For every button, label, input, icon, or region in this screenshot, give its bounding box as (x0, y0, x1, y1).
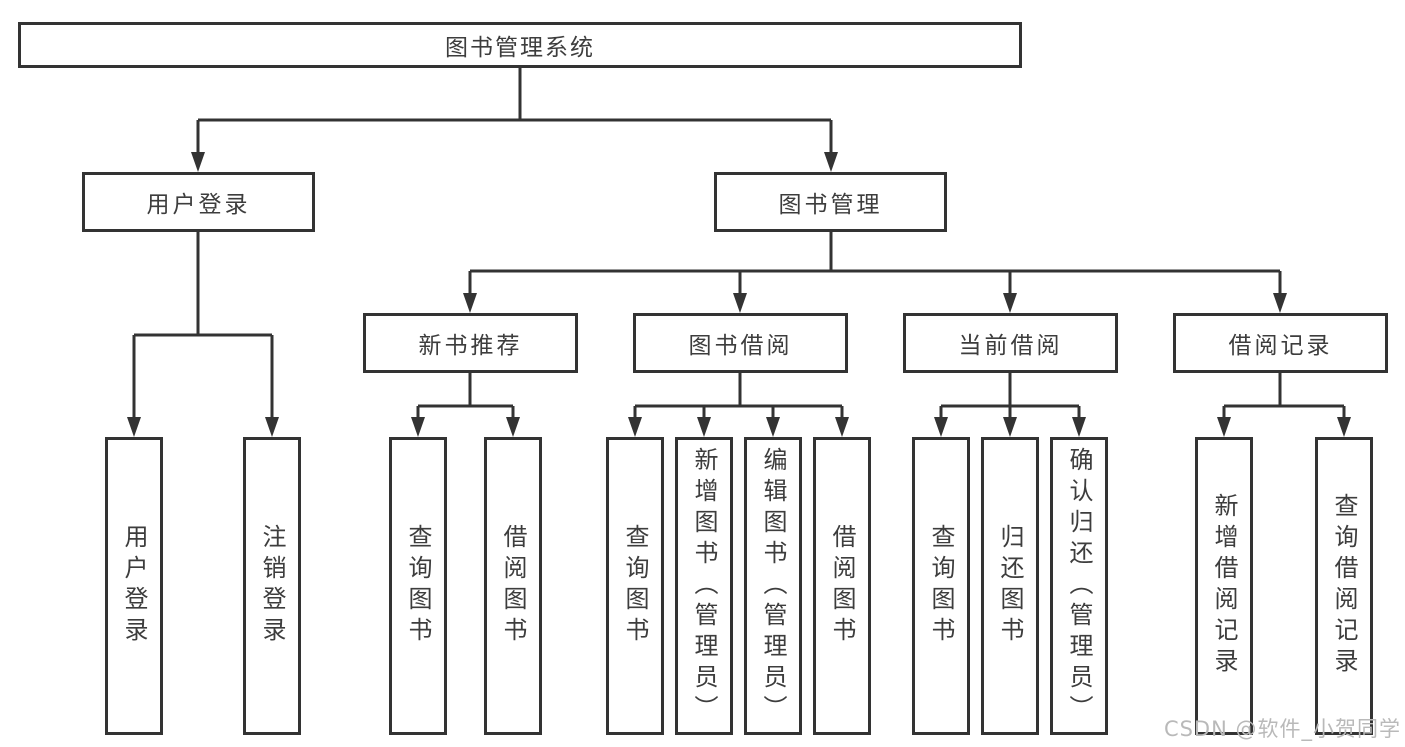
arrowhead-icon (463, 293, 477, 313)
leaf-return-book: 归还图书 (981, 437, 1039, 735)
arrowhead-icon (411, 417, 425, 437)
node-label: 新书推荐 (418, 333, 523, 359)
node-label: 查询图书 (621, 524, 649, 648)
node-label: 图书借阅 (688, 333, 793, 359)
arrowhead-icon (1273, 293, 1287, 313)
node-label: 图书管理系统 (445, 35, 595, 61)
node-book-borrow: 图书借阅 (633, 313, 848, 373)
arrowhead-icon (1217, 417, 1231, 437)
node-root: 图书管理系统 (18, 22, 1022, 68)
node-label: 当前借阅 (958, 333, 1063, 359)
arrowhead-icon (1072, 417, 1086, 437)
node-borrow-records: 借阅记录 (1173, 313, 1388, 373)
node-label: 注销登录 (258, 524, 286, 648)
node-label: 新增借阅记录 (1210, 493, 1238, 679)
arrowhead-icon (697, 417, 711, 437)
arrowhead-icon (506, 417, 520, 437)
leaf-borrow-books: 借阅图书 (813, 437, 871, 735)
node-label: 新增图书（管理员） (690, 446, 718, 726)
leaf-edit-book-admin: 编辑图书（管理员） (744, 437, 802, 735)
leaf-add-book-admin: 新增图书（管理员） (675, 437, 733, 735)
node-label: 归还图书 (996, 524, 1024, 648)
arrowhead-icon (835, 417, 849, 437)
leaf-confirm-return-admin: 确认归还（管理员） (1050, 437, 1108, 735)
node-label: 用户登录 (120, 524, 148, 648)
node-label: 用户登录 (146, 192, 251, 218)
leaf-borrow-books-recommend: 借阅图书 (484, 437, 542, 735)
arrowhead-icon (934, 417, 948, 437)
leaf-query-books-current: 查询图书 (912, 437, 970, 735)
arrowhead-icon (733, 293, 747, 313)
node-user-login-branch: 用户登录 (82, 172, 315, 232)
node-book-management: 图书管理 (714, 172, 947, 232)
arrowhead-icon (766, 417, 780, 437)
node-label: 借阅记录 (1228, 333, 1333, 359)
arrowhead-icon (191, 152, 205, 172)
node-new-book-recommend: 新书推荐 (363, 313, 578, 373)
arrowhead-icon (127, 417, 141, 437)
leaf-query-books-borrow: 查询图书 (606, 437, 664, 735)
node-label: 查询图书 (404, 524, 432, 648)
node-label: 查询借阅记录 (1330, 493, 1358, 679)
arrowhead-icon (628, 417, 642, 437)
node-label: 编辑图书（管理员） (759, 446, 787, 726)
node-label: 确认归还（管理员） (1065, 446, 1093, 726)
leaf-query-borrow-record: 查询借阅记录 (1315, 437, 1373, 735)
arrowhead-icon (1003, 417, 1017, 437)
node-current-borrow: 当前借阅 (903, 313, 1118, 373)
node-label: 借阅图书 (828, 524, 856, 648)
arrowhead-icon (265, 417, 279, 437)
arrowhead-icon (824, 152, 838, 172)
arrowhead-icon (1003, 293, 1017, 313)
leaf-query-books-recommend: 查询图书 (389, 437, 447, 735)
leaf-logout: 注销登录 (243, 437, 301, 735)
node-label: 查询图书 (927, 524, 955, 648)
node-label: 借阅图书 (499, 524, 527, 648)
arrowhead-icon (1337, 417, 1351, 437)
leaf-user-login: 用户登录 (105, 437, 163, 735)
node-label: 图书管理 (778, 192, 883, 218)
leaf-add-borrow-record: 新增借阅记录 (1195, 437, 1253, 735)
